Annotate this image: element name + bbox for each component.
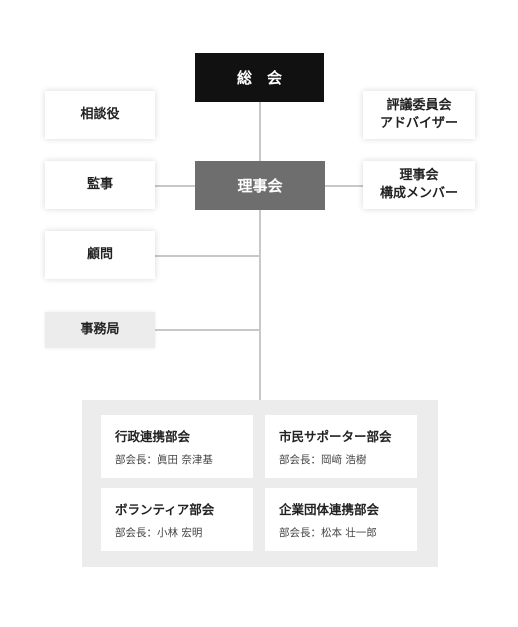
department-card: ボランティア部会 部会長：小林 宏明 (101, 488, 253, 551)
board-members-line2: 構成メンバー (379, 186, 458, 201)
department-name: ボランティア部会 (115, 502, 215, 517)
advisor-box: 相談役 (45, 91, 155, 139)
department-name: 企業団体連携部会 (279, 502, 380, 517)
department-head: 部会長：小林 宏明 (115, 527, 203, 539)
council-line2: アドバイザー (379, 116, 458, 131)
secretariat-box: 事務局 (45, 312, 155, 348)
board-members-box: 理事会 構成メンバー (363, 161, 475, 209)
consultant-label: 顧問 (86, 247, 113, 262)
board-box: 理事会 (195, 161, 325, 210)
advisor-label: 相談役 (80, 107, 120, 122)
department-card: 行政連携部会 部会長：眞田 奈津基 (101, 415, 253, 478)
consultant-box: 顧問 (45, 231, 155, 279)
council-line1: 評議委員会 (386, 98, 452, 113)
department-name: 市民サポーター部会 (279, 429, 392, 444)
department-head: 部会長：眞田 奈津基 (115, 454, 213, 466)
department-head: 部会長：岡﨑 浩樹 (279, 454, 367, 466)
auditor-box: 監事 (45, 161, 155, 209)
department-head: 部会長：松本 壮一郎 (279, 527, 377, 539)
secretariat-label: 事務局 (80, 322, 120, 337)
council-box: 評議委員会 アドバイザー (363, 91, 475, 139)
department-card: 企業団体連携部会 部会長：松本 壮一郎 (265, 488, 417, 551)
connector-auditor (155, 185, 196, 187)
general-assembly-box: 総 会 (195, 53, 324, 102)
connector-vertical-main (259, 101, 261, 401)
board-label: 理事会 (237, 176, 283, 195)
board-members-line1: 理事会 (399, 168, 439, 183)
department-name: 行政連携部会 (115, 429, 191, 444)
auditor-label: 監事 (86, 177, 113, 192)
connector-secretariat (155, 329, 260, 331)
connector-board-members (325, 185, 363, 187)
general-assembly-label: 総 会 (236, 68, 282, 87)
department-card: 市民サポーター部会 部会長：岡﨑 浩樹 (265, 415, 417, 478)
connector-consultant (155, 255, 260, 257)
